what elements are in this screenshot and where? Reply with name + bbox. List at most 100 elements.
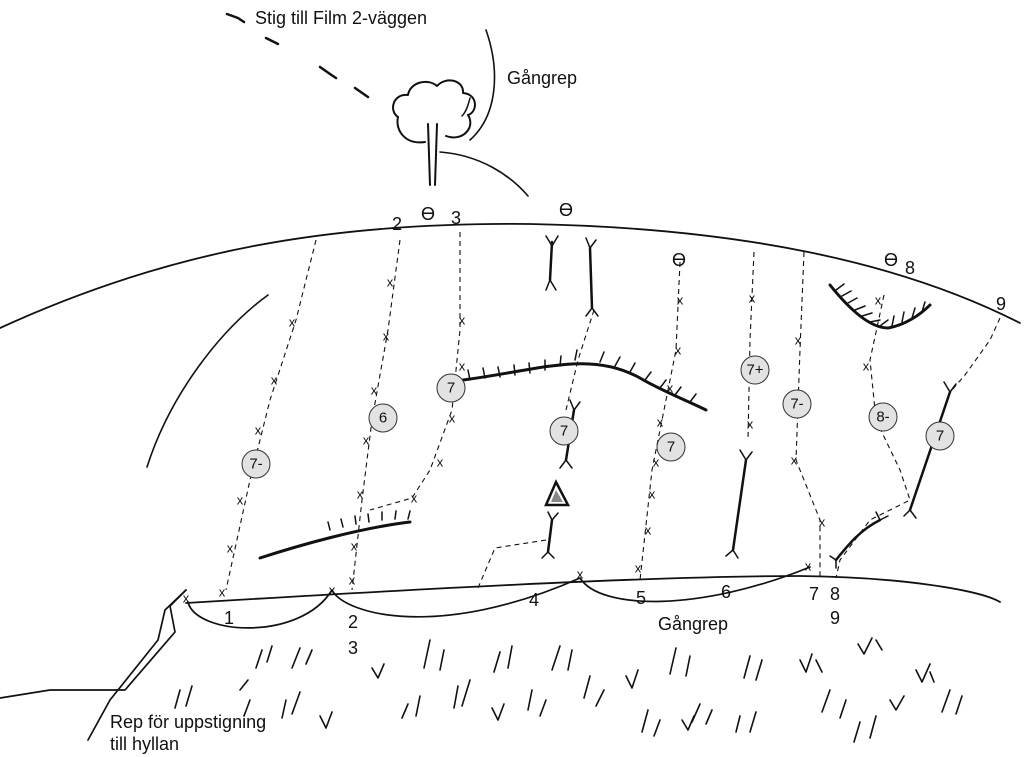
bolt: x xyxy=(749,291,756,306)
bolts: x x x x x x x x x x x x x x x x x x x x … xyxy=(183,275,882,606)
grade-label: 7+ xyxy=(746,362,763,379)
ledge-line xyxy=(185,575,1001,604)
bolt: x xyxy=(677,293,684,308)
grade-route-3: 7 xyxy=(436,373,466,403)
route-number-bottom: 4 xyxy=(529,590,539,610)
crack-top-1 xyxy=(545,235,559,291)
cliff-edge-left xyxy=(0,589,187,699)
crack-right-2 xyxy=(903,381,957,519)
route-7-line xyxy=(795,251,821,578)
anchor-icon: ϴ xyxy=(884,250,898,270)
grade-route-8: 8- xyxy=(868,402,898,432)
bolt: x xyxy=(657,415,664,430)
fixed-rope-loops xyxy=(187,566,811,629)
bolt: x xyxy=(449,411,456,426)
path-dash-1 xyxy=(225,12,246,24)
bolt: x xyxy=(255,423,262,438)
bolt: x xyxy=(387,275,394,290)
route-4-upper-line xyxy=(565,309,595,411)
route-number-bottom: 1 xyxy=(224,608,234,628)
route-number-bottom: 6 xyxy=(721,582,731,602)
route-number-bottom: 3 xyxy=(348,638,358,658)
crack-lower xyxy=(541,511,559,559)
route-number-top: 3 xyxy=(451,208,461,228)
route-number-bottom: 7 xyxy=(809,584,819,604)
anchor-icon: ϴ xyxy=(672,250,686,270)
route-3-line xyxy=(369,232,461,511)
bolt: x xyxy=(357,487,364,502)
bolt: x xyxy=(437,455,444,470)
grade-route-9: 7 xyxy=(925,421,955,451)
grade-route-6: 7+ xyxy=(740,355,770,385)
route-number-bottom: 5 xyxy=(636,588,646,608)
grade-label: 6 xyxy=(379,410,387,427)
bolt: x xyxy=(675,343,682,358)
grade-route-7: 7- xyxy=(782,389,812,419)
ascent-rope-label-line2: till hyllan xyxy=(110,734,179,754)
grade-route-1: 7- xyxy=(241,449,271,479)
fixed-rope-bottom-label: Gångrep xyxy=(658,614,728,634)
route-8-line xyxy=(835,294,911,579)
bolt: x xyxy=(237,493,244,508)
grade-label: 7 xyxy=(560,423,568,440)
route-6-line xyxy=(747,251,755,441)
bolt: x xyxy=(791,453,798,468)
bolt: x xyxy=(635,561,642,576)
bolt: x xyxy=(289,315,296,330)
route-number-top: 9 xyxy=(996,294,1006,314)
route-1-line xyxy=(225,239,317,591)
bolt: x xyxy=(805,559,812,574)
route-5-line xyxy=(639,261,681,581)
bolt: x xyxy=(795,333,802,348)
bolt: x xyxy=(227,541,234,556)
route-number-top: 2 xyxy=(392,214,402,234)
grade-route-5: 7 xyxy=(656,432,686,462)
bolt: x xyxy=(349,573,356,588)
bolt: x xyxy=(459,313,466,328)
bolt: x xyxy=(183,591,190,606)
bolt: x xyxy=(653,455,660,470)
fixed-rope-top-label: Gångrep xyxy=(507,68,577,88)
path-to-wall-label: Stig till Film 2-väggen xyxy=(255,8,427,28)
bolt: x xyxy=(747,417,754,432)
bolt: x xyxy=(219,585,226,600)
grade-label: 7- xyxy=(790,396,803,413)
crack-right-3 xyxy=(829,511,889,569)
bolt: x xyxy=(329,583,336,598)
overhang-right xyxy=(828,283,932,330)
bolt: x xyxy=(371,383,378,398)
grade-label: 8- xyxy=(876,409,889,426)
bolt: x xyxy=(645,523,652,538)
grade-label: 7 xyxy=(447,380,455,397)
bolt: x xyxy=(351,539,358,554)
bolt: x xyxy=(271,373,278,388)
grade-label: 7- xyxy=(249,456,262,473)
bolt: x xyxy=(875,293,882,308)
rope-from-top xyxy=(469,29,496,141)
anchor-icon: ϴ xyxy=(421,204,435,224)
overhang-middle xyxy=(461,349,708,412)
crack-top-2 xyxy=(585,237,599,317)
bolt: x xyxy=(411,491,418,506)
belay-triangle-icon xyxy=(544,479,571,507)
bolt: x xyxy=(363,433,370,448)
grade-route-4: 7 xyxy=(549,416,579,446)
bolt: x xyxy=(577,567,584,582)
grade-label: 7 xyxy=(936,428,944,445)
bolt: x xyxy=(383,329,390,344)
ascent-rope-label-line1: Rep för uppstigning xyxy=(110,712,266,732)
bolt: x xyxy=(819,515,826,530)
crack-right-1 xyxy=(725,449,753,559)
route-4-lower-line xyxy=(477,539,547,589)
grade-route-2: 6 xyxy=(368,403,398,433)
route-number-bottom: 2 xyxy=(348,612,358,632)
bolt: x xyxy=(667,381,674,396)
bolt: x xyxy=(863,359,870,374)
bolt: x xyxy=(649,487,656,502)
overhang-left xyxy=(258,510,412,560)
tree-icon xyxy=(392,79,476,186)
grade-label: 7 xyxy=(667,439,675,456)
route-number-top: 8 xyxy=(905,258,915,278)
route-number-bottom: 8 xyxy=(830,584,840,604)
